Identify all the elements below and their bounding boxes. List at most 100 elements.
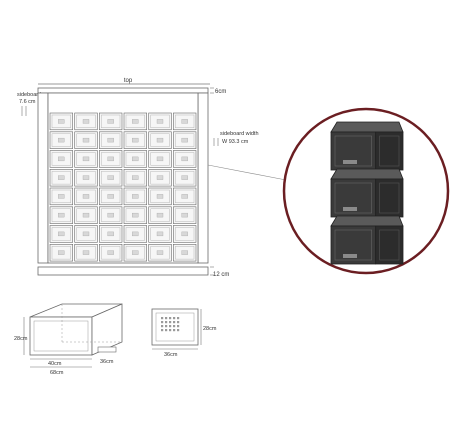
panel-dot xyxy=(169,329,172,332)
drawer-cell-inset xyxy=(76,189,96,204)
drawer-cell-inset xyxy=(150,189,170,204)
panel-dot xyxy=(177,321,180,324)
unit-top-face xyxy=(330,168,404,180)
drawer-cell-inset xyxy=(175,246,195,260)
drawer-cell-inset xyxy=(150,227,170,241)
drawer-handle xyxy=(156,212,164,218)
drawer-handle xyxy=(181,137,188,143)
box-depth-label: 36cm xyxy=(100,359,114,365)
unit-front-face xyxy=(330,225,377,265)
drawer-handle xyxy=(82,137,90,143)
width-label: sideboard width xyxy=(220,131,259,137)
drawer-cell-inset xyxy=(51,227,71,241)
drawer-cell-inset xyxy=(51,114,71,129)
drawer-cell-inset xyxy=(150,208,170,222)
drawer-handle xyxy=(132,119,139,124)
panel-dot xyxy=(177,325,180,328)
panel-dot xyxy=(165,317,168,320)
panel-dot xyxy=(165,329,168,332)
box-front-inset xyxy=(33,320,89,352)
box-handle xyxy=(97,346,117,353)
unit-side-frame xyxy=(379,182,400,214)
drawer-cell-inset xyxy=(76,114,96,129)
drawer-handle xyxy=(107,119,114,124)
drawer-cell-inset xyxy=(51,208,71,222)
drawer-cell-inset xyxy=(101,208,121,222)
drawer-cell-inset xyxy=(125,171,145,185)
panel-dot xyxy=(165,321,168,324)
drawer-cell-inset xyxy=(51,189,71,204)
top-board xyxy=(37,87,209,94)
drawer-cell-inset xyxy=(101,246,121,260)
drawer-handle xyxy=(107,194,114,199)
drawer-area xyxy=(47,92,199,264)
unit-top-face xyxy=(330,215,404,227)
unit-top-face xyxy=(330,121,404,133)
drawer-handle xyxy=(132,137,139,143)
drawer-cell-inset xyxy=(101,133,121,147)
drawer-cell-inset xyxy=(76,227,96,241)
drawer-handle xyxy=(58,175,65,180)
drawer-handle xyxy=(58,250,65,255)
front-view-panel-pattern xyxy=(161,317,180,332)
drawer-cell-inset xyxy=(101,114,121,129)
panel-dot xyxy=(169,321,172,324)
panel-dot xyxy=(161,321,164,324)
drawer-handle xyxy=(132,250,139,255)
unit-front-frame xyxy=(334,135,372,167)
drawer-handle xyxy=(132,212,139,218)
drawer-cell-inset xyxy=(150,171,170,185)
drawer-handle xyxy=(181,119,188,124)
top-label: top xyxy=(124,78,133,84)
drawer-cell-inset xyxy=(76,208,96,222)
unit-side-face xyxy=(375,178,404,218)
drawer-cell-inset xyxy=(125,114,145,129)
drawer-cell-inset xyxy=(150,114,170,129)
drawer-handle xyxy=(58,137,65,143)
sideboard-label: sideboard xyxy=(17,92,41,98)
drawer-handle xyxy=(82,119,90,124)
box-perspective: 28cm 40cm 68cm 36cm xyxy=(14,303,123,376)
unit-handle xyxy=(343,207,357,211)
panel-dot xyxy=(165,325,168,328)
drawer-handle xyxy=(58,194,65,199)
drawer-cell-inset xyxy=(175,152,195,166)
drawer-cell-inset xyxy=(125,208,145,222)
front-elevation: top 6cm sideboard 7.6 cm sideboard width… xyxy=(17,78,259,278)
panel-dot xyxy=(161,325,164,328)
panel-dot xyxy=(173,317,176,320)
drawer-handle xyxy=(132,175,139,180)
box-front-view: 28cm 36cm xyxy=(151,308,217,358)
base-board xyxy=(37,266,209,276)
unit-side-frame xyxy=(379,135,400,167)
drawer-cell-inset xyxy=(175,189,195,204)
drawer-handle xyxy=(156,137,164,143)
drawer-cell-inset xyxy=(101,171,121,185)
drawer-handle xyxy=(107,231,114,237)
top-thickness-label: 6cm xyxy=(215,89,226,95)
panel-dot xyxy=(173,329,176,332)
drawer-handle xyxy=(156,156,164,162)
panel-dot xyxy=(169,317,172,320)
drawer-handle xyxy=(82,250,90,255)
drawer-handle xyxy=(156,250,164,255)
panel-dot xyxy=(173,325,176,328)
front-width-label: 36cm xyxy=(164,352,178,358)
drawer-handle xyxy=(58,212,65,218)
drawer-cell-inset xyxy=(101,227,121,241)
unit-side-face xyxy=(375,225,404,265)
drawer-grid xyxy=(49,112,197,262)
drawer-cell-inset xyxy=(76,246,96,260)
drawer-handle xyxy=(82,212,90,218)
drawer-handle xyxy=(107,137,114,143)
drawer-cell-inset xyxy=(51,171,71,185)
drawer-handle xyxy=(156,231,164,237)
drawer-handle xyxy=(82,156,90,162)
box-height-label: 28cm xyxy=(14,336,28,342)
drawer-handle xyxy=(107,250,114,255)
drawer-cell-inset xyxy=(125,152,145,166)
drawer-cell-inset xyxy=(125,189,145,204)
drawer-handle xyxy=(58,231,65,237)
width-size-label: W 93.3 cm xyxy=(222,139,249,145)
